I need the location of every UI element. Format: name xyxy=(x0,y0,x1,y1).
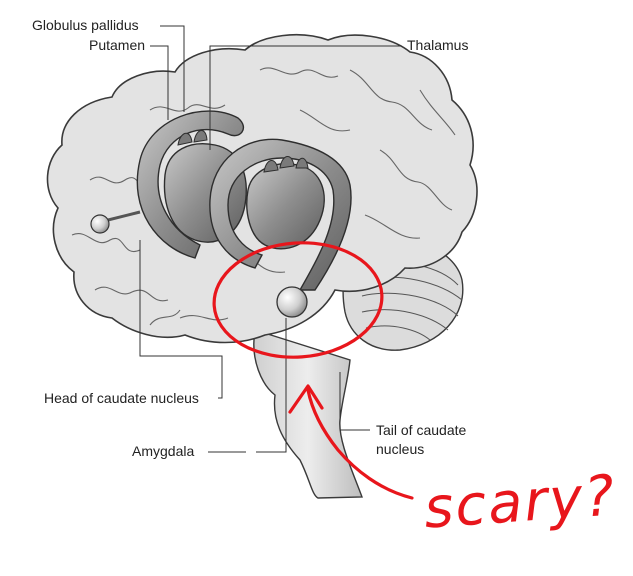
label-amygdala: Amygdala xyxy=(132,443,195,459)
annotation-arrow xyxy=(306,388,414,500)
label-thalamus: Thalamus xyxy=(407,37,469,53)
label-globulus-pallidus: Globulus pallidus xyxy=(32,17,139,33)
label-tail-caudate-line1: Tail of caudate xyxy=(376,422,467,438)
anterior-knob xyxy=(90,214,110,234)
label-head-of-caudate: Head of caudate nucleus xyxy=(44,390,199,406)
highlight-circle xyxy=(212,241,384,359)
brain-stem xyxy=(253,329,363,499)
label-putamen: Putamen xyxy=(89,37,146,53)
amygdala-ball xyxy=(276,286,308,318)
thalamus-shape xyxy=(246,163,325,250)
caudate-nucleus-front xyxy=(136,110,244,259)
label-tail-caudate-line2: nucleus xyxy=(376,441,425,457)
caudate-nucleus-loop xyxy=(209,138,352,291)
annotation-scary: scary? xyxy=(421,463,619,542)
